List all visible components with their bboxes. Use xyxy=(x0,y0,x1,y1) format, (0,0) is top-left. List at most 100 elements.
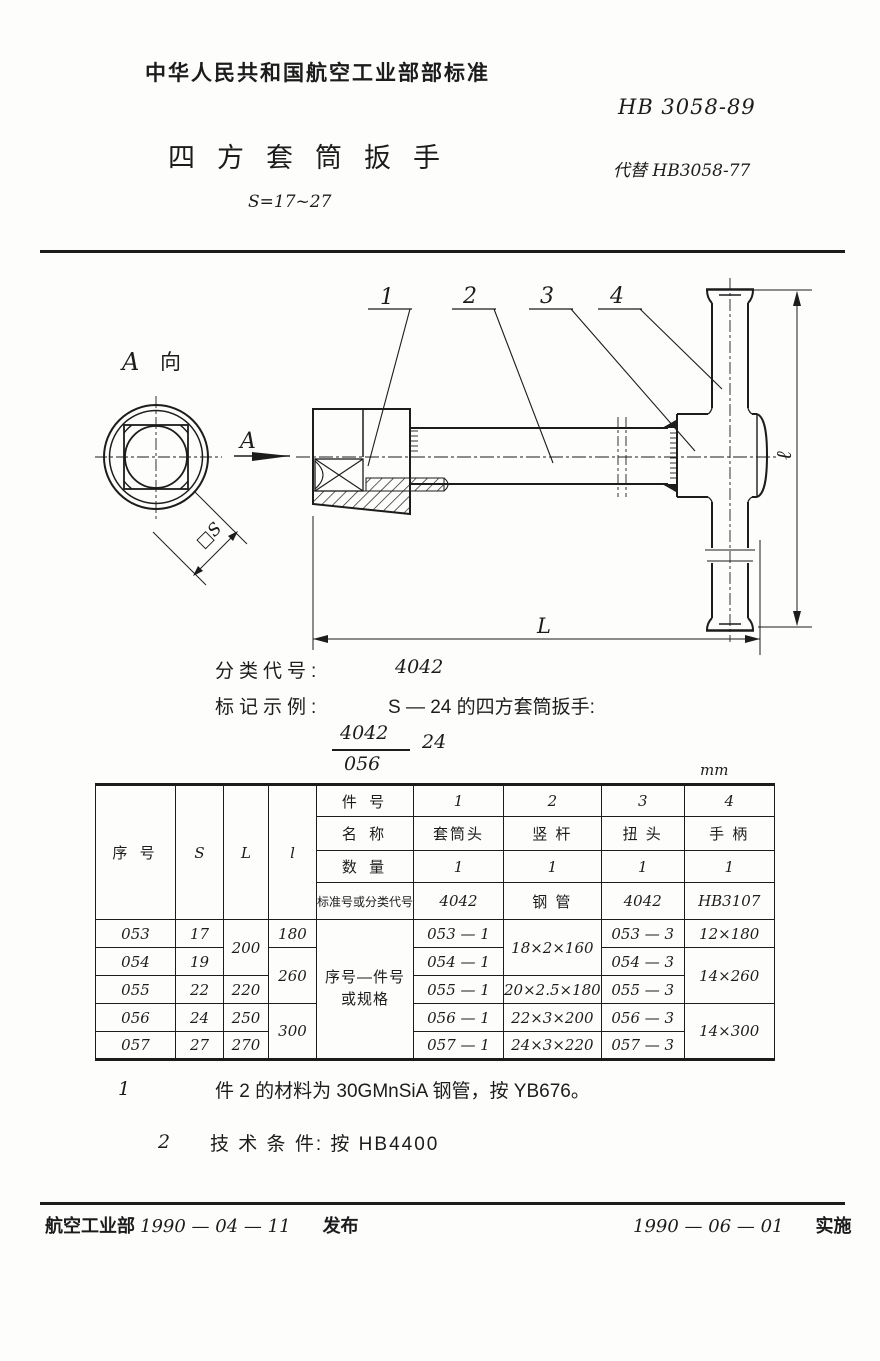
spec-label-line2: 或规格 xyxy=(340,991,389,1008)
s-24: 24 xyxy=(175,1003,224,1032)
footer-rule xyxy=(40,1202,845,1205)
classification-code-label: 分类代号: xyxy=(215,661,322,682)
L-200: 200 xyxy=(223,919,269,976)
footer-impl-date: 1990 — 06 — 01 xyxy=(633,1216,784,1237)
p2-24x3x220: 24×3×220 xyxy=(503,1031,602,1060)
spec-label-line1: 序号—件号 xyxy=(324,969,405,987)
p1-056: 056 — 1 xyxy=(413,1003,504,1032)
header-separator-rule xyxy=(40,250,845,253)
qty-2: 1 xyxy=(503,850,602,883)
document-title: 四方套筒扳手 xyxy=(168,143,462,173)
footer-issue-label: 发布 xyxy=(322,1216,359,1236)
supersedes-note: 代替 HB3058-77 xyxy=(613,161,751,181)
dimension-handle-length: ℓ xyxy=(752,289,812,628)
s-17: 17 xyxy=(175,919,224,948)
marking-fraction-suffix: 24 xyxy=(422,731,447,753)
part-no-4: 4 xyxy=(683,784,775,817)
t-head-knurl-ticks xyxy=(670,432,677,479)
p1-057: 057 — 1 xyxy=(413,1031,504,1060)
size-range: S=17~27 xyxy=(248,192,332,212)
s-27: 27 xyxy=(175,1031,224,1060)
footer-org: 航空工业部 xyxy=(45,1216,135,1236)
L-270: 270 xyxy=(223,1031,269,1060)
note-2-text: 技 术 条 件: 按 HB4400 xyxy=(210,1134,440,1155)
p2-22x3x200: 22×3×200 xyxy=(503,1003,602,1032)
s-22: 22 xyxy=(175,975,224,1004)
footer-impl-label: 实施 xyxy=(815,1216,852,1236)
p4-14x260: 14×260 xyxy=(683,947,775,1004)
p4-14x300: 14×300 xyxy=(683,1003,775,1060)
p3-057: 057 — 3 xyxy=(600,1031,685,1060)
a-view-word: 向 xyxy=(160,351,181,374)
col-header-l: l xyxy=(268,784,317,920)
wrench-technical-drawing: A 向 □S A xyxy=(95,278,812,655)
a-view-socket-section: A 向 xyxy=(95,348,222,521)
part-name-2: 竖 杆 xyxy=(503,816,602,851)
part-no-1: 1 xyxy=(413,784,504,817)
ministry-standard-heading: 中华人民共和国航空工业部部标准 xyxy=(145,62,490,85)
col-header-s: S xyxy=(175,784,224,920)
footer-issue: 航空工业部 1990 — 04 — 11 发布 xyxy=(45,1212,359,1238)
part-name-1: 套筒头 xyxy=(413,816,504,851)
row-header-qty: 数 量 xyxy=(316,850,414,883)
callout-1-socket-head: 1 xyxy=(380,285,394,310)
seq-053: 053 xyxy=(95,919,176,948)
p3-055: 055 — 3 xyxy=(600,975,685,1004)
l-260: 260 xyxy=(268,947,317,1004)
table-unit-label: mm xyxy=(700,761,729,779)
col-header-L: L xyxy=(223,784,269,920)
code-1: 4042 xyxy=(413,882,504,920)
p1-053: 053 — 1 xyxy=(413,919,504,948)
section-arrow: A xyxy=(234,429,290,461)
code-2: 钢 管 xyxy=(503,882,602,920)
marking-fraction-denominator: 056 xyxy=(344,753,381,775)
a-view-letter: A xyxy=(120,348,139,376)
note-1-number: 1 xyxy=(118,1078,131,1100)
note-1-text: 件 2 的材料为 30GMnSiA 钢管，按 YB676。 xyxy=(215,1081,590,1102)
qty-3: 1 xyxy=(600,850,685,883)
L-250: 250 xyxy=(223,1003,269,1032)
dim-L-label: L xyxy=(536,614,551,638)
spec-label-cell: 序号—件号 或规格 xyxy=(316,919,414,1060)
standard-number: HB 3058-89 xyxy=(618,95,756,119)
callout-3-t-head: 3 xyxy=(540,284,554,309)
s-19: 19 xyxy=(175,947,224,976)
callout-4-handle: 4 xyxy=(609,284,624,309)
part-no-2: 2 xyxy=(503,784,602,817)
dim-l-label: ℓ xyxy=(772,451,796,460)
l-180: 180 xyxy=(268,919,317,948)
qty-4: 1 xyxy=(683,850,775,883)
seq-055: 055 xyxy=(95,975,176,1004)
footer-implementation: 1990 — 06 — 01 实施 xyxy=(633,1212,852,1238)
qty-1: 1 xyxy=(413,850,504,883)
dimension-overall-length: L xyxy=(312,516,761,655)
footer-issue-date: 1990 — 04 — 11 xyxy=(140,1216,291,1237)
section-arrow-letter: A xyxy=(238,429,256,454)
marking-example-label: 标记示例: xyxy=(215,697,322,718)
marking-fraction-numerator: 4042 xyxy=(340,722,389,744)
seq-056: 056 xyxy=(95,1003,176,1032)
code-3: 4042 xyxy=(600,882,685,920)
p3-056: 056 — 3 xyxy=(600,1003,685,1032)
l-300: 300 xyxy=(268,1003,317,1060)
L-220: 220 xyxy=(223,975,269,1004)
p2-20x25x180: 20×2.5×180 xyxy=(503,975,602,1004)
part-no-3: 3 xyxy=(600,784,685,817)
row-header-code: 标准号或分类代号 xyxy=(316,882,414,920)
callout-2-rod: 2 xyxy=(462,284,477,309)
classification-code-value: 4042 xyxy=(395,656,444,678)
specification-table: 序 号 S L l 件 号 1 2 3 4 名 称 套筒头 竖 杆 扭 头 手 … xyxy=(95,783,775,1061)
square-s-dimension: □S xyxy=(152,490,248,586)
p3-054: 054 — 3 xyxy=(600,947,685,976)
p4-12x180: 12×180 xyxy=(683,919,775,948)
row-header-part-no: 件 号 xyxy=(316,784,414,817)
code-4: HB3107 xyxy=(683,882,775,920)
part-name-4: 手 柄 xyxy=(683,816,775,851)
marking-fraction-bar xyxy=(332,749,410,751)
seq-057: 057 xyxy=(95,1031,176,1060)
rod-knurl-ticks xyxy=(410,430,418,452)
col-header-seq: 序 号 xyxy=(95,784,176,920)
p1-055: 055 — 1 xyxy=(413,975,504,1004)
p2-18x2x160: 18×2×160 xyxy=(503,919,602,976)
